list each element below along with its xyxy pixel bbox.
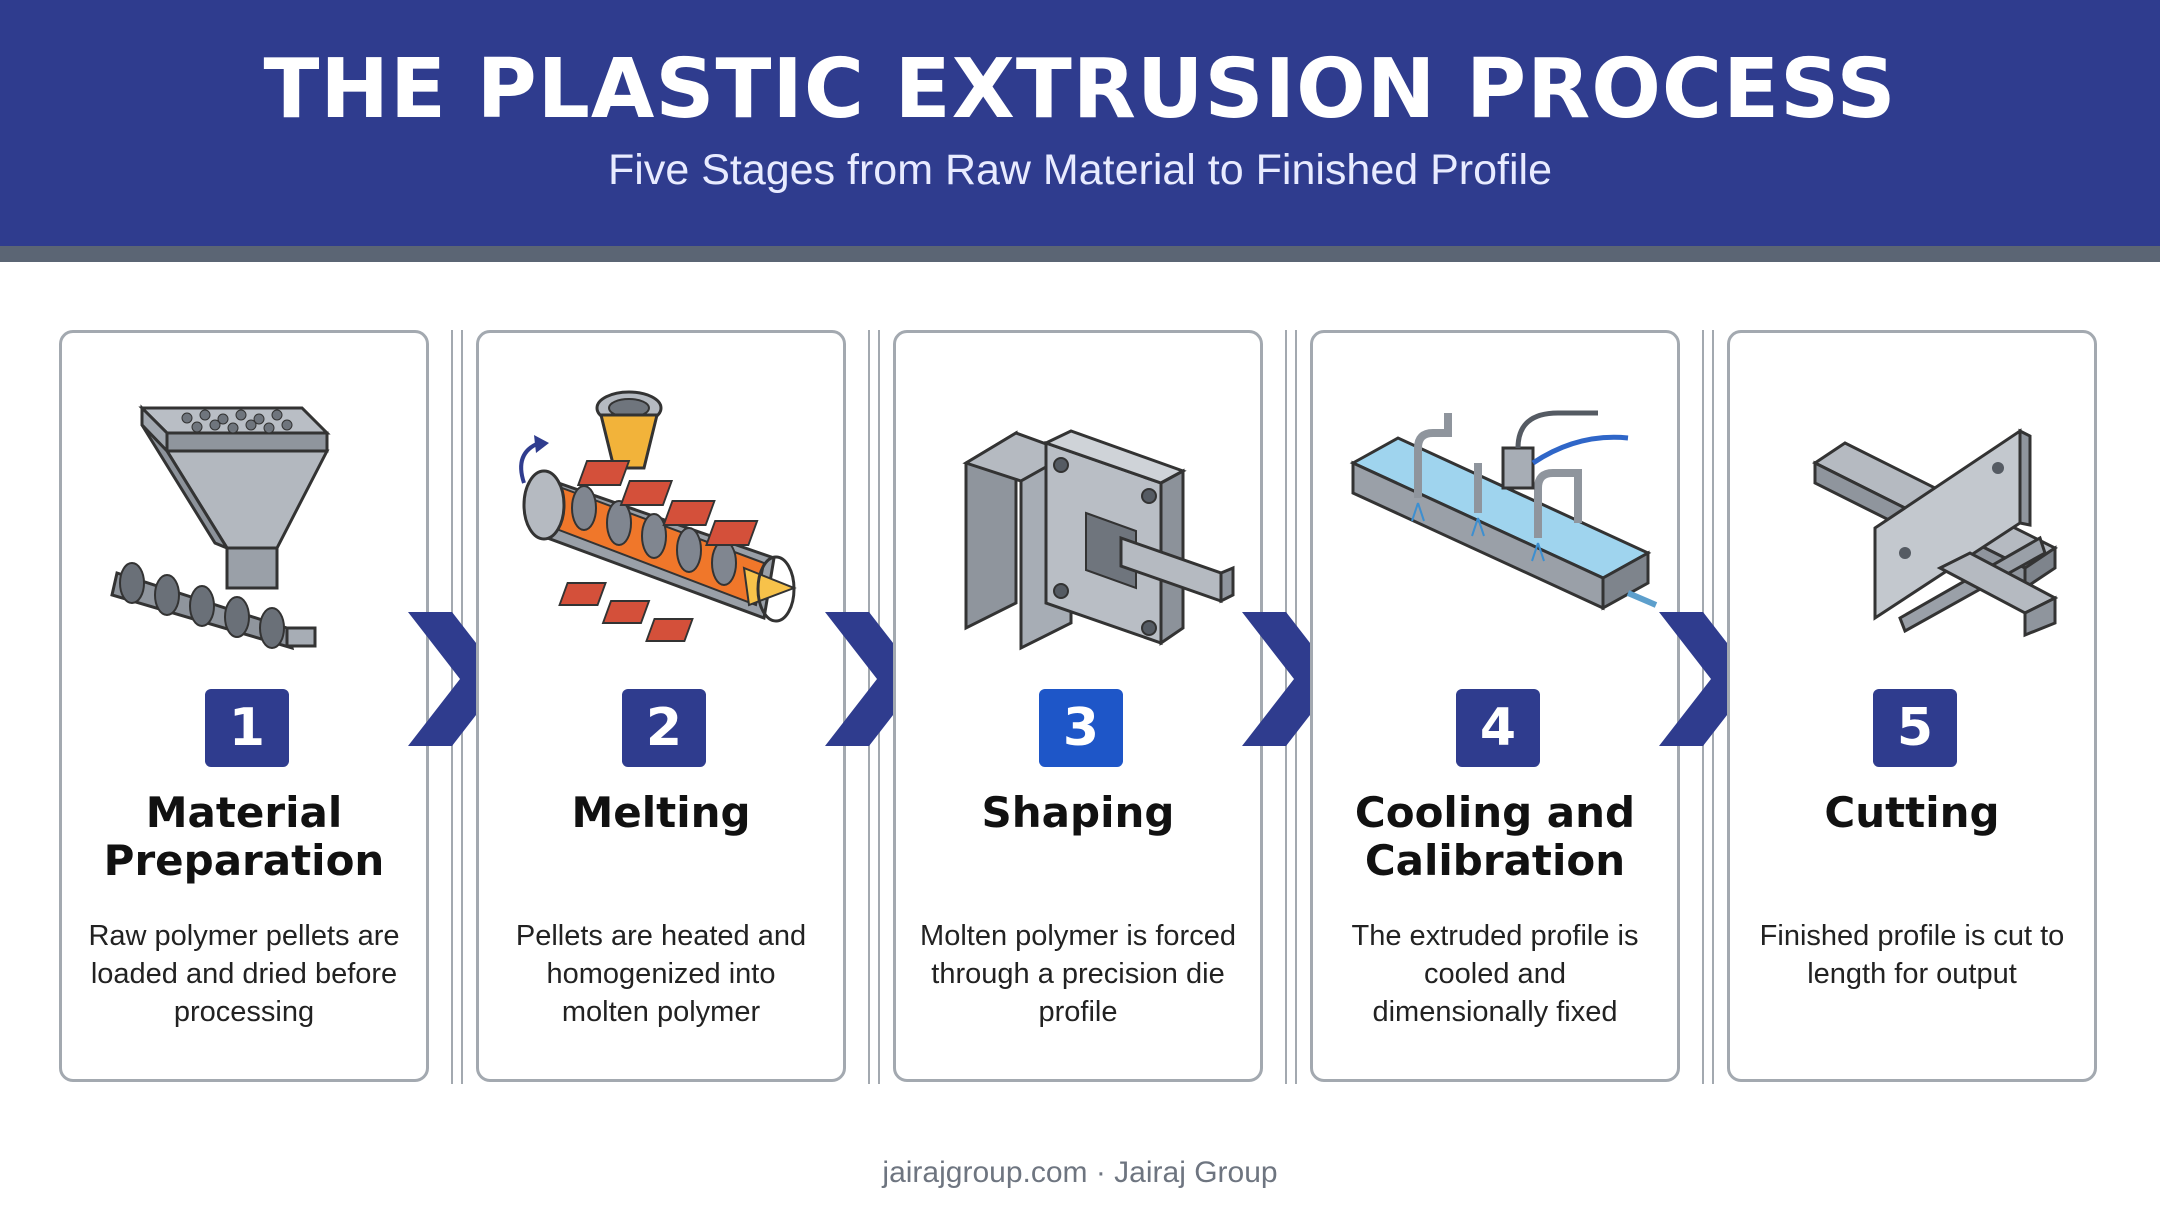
stage-description: Pellets are heated and homogenized into … [515, 920, 807, 1028]
header-underline-strip [0, 246, 2160, 262]
page-title: THE PLASTIC EXTRUSION PROCESS [263, 42, 1897, 137]
stage-title: Melting [571, 788, 751, 837]
stage-title: Cutting [1824, 788, 2000, 837]
stage-card-1: 1 Material Preparation Raw polymer pelle… [59, 330, 429, 1082]
heated-screw-barrel-icon [519, 390, 797, 642]
cooling-tank-icon [1349, 410, 1658, 611]
stage-description: Raw polymer pellets are loaded and dried… [88, 920, 400, 1028]
stage-card-2: 2 Melting Pellets are heated and homogen… [476, 330, 846, 1082]
stage-title: Cooling and Calibration [1354, 788, 1636, 885]
stage-number-badge: 2 [622, 689, 706, 767]
footer-credit: jairajgroup.com · Jairaj Group [882, 1156, 1278, 1189]
cutter-blade-icon [1812, 428, 2059, 638]
stage-description: The extruded profile is cooled and dimen… [1351, 920, 1639, 1028]
stage-number-badge: 5 [1873, 689, 1957, 767]
stage-card-5: 5 Cutting Finished profile is cut to len… [1727, 330, 2097, 1082]
hopper-feeder-icon [110, 404, 331, 651]
stage-title: Material Preparation [103, 788, 385, 885]
page-subtitle: Five Stages from Raw Material to Finishe… [608, 146, 1552, 194]
extrusion-die-icon [962, 429, 1235, 651]
stage-number-badge: 4 [1456, 689, 1540, 767]
stage-number-badge: 3 [1039, 689, 1123, 767]
header-banner [0, 0, 2160, 246]
stage-card-4: 4 Cooling and Calibration The extruded p… [1310, 330, 1680, 1082]
stage-description: Molten polymer is forced through a preci… [920, 920, 1236, 1028]
stage-number-badge: 1 [205, 689, 289, 767]
stage-card-3: 3 Shaping Molten polymer is forced throu… [893, 330, 1263, 1082]
stage-description: Finished profile is cut to length for ou… [1759, 920, 2065, 990]
stage-title: Shaping [981, 788, 1175, 837]
